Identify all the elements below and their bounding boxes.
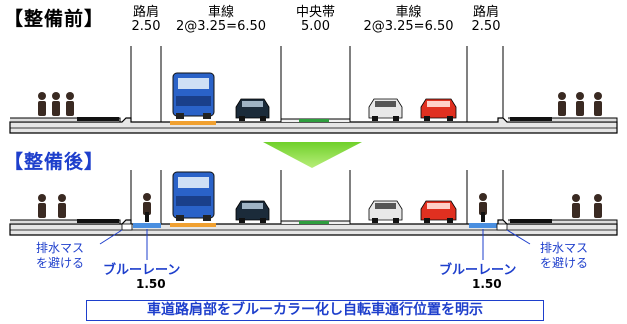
right-cyclist	[479, 193, 487, 222]
before-red-car	[420, 98, 457, 121]
header-shoulder-left: 路肩 2.50	[131, 5, 161, 34]
before-left-planter	[77, 117, 119, 121]
after-red-car	[420, 200, 457, 223]
before-right-planter	[510, 117, 552, 121]
header-shoulder-right: 路肩 2.50	[471, 5, 501, 34]
header-lane-left: 車線 2@3.25=6.50	[175, 5, 267, 34]
after-dimension-lines	[130, 170, 504, 224]
after-pedestrians-right	[572, 194, 602, 218]
after-title: 【整備後】	[4, 151, 105, 173]
after-white-car	[368, 200, 403, 223]
before-pedestrians-left	[38, 92, 74, 116]
before-orange-lane	[170, 121, 216, 125]
header-median: 中央帯 5.00	[295, 5, 335, 34]
right-drain-note: 排水マス を避ける	[540, 241, 589, 270]
left-cyclist	[143, 193, 151, 222]
after-pedestrians-left	[38, 194, 66, 218]
right-blue-lane-width: 1.50	[472, 277, 502, 291]
before-pedestrians-right	[558, 92, 602, 116]
after-orange-lane	[170, 223, 216, 227]
right-blue-lane-label: ブルーレーン	[439, 263, 517, 278]
before-dimension-lines	[130, 46, 504, 122]
before-cross-section	[9, 46, 618, 134]
summary-banner: 車道路肩部をブルーカラー化し自転車通行位置を明示	[86, 300, 544, 321]
before-white-car	[368, 98, 403, 121]
before-blue-truck	[172, 72, 215, 119]
after-road-profile	[9, 219, 618, 236]
left-drain-box	[121, 223, 133, 231]
transition-arrow	[263, 142, 362, 168]
before-road-profile	[9, 117, 618, 134]
after-cross-section	[9, 170, 618, 260]
after-dark-car	[235, 200, 270, 223]
left-blue-lane	[133, 223, 161, 228]
left-blue-lane-label: ブルーレーン	[103, 263, 181, 278]
left-blue-lane-width: 1.50	[136, 277, 166, 291]
right-blue-lane	[469, 223, 497, 228]
left-drain-note: 排水マス を避ける	[36, 241, 85, 270]
header-lane-right: 車線 2@3.25=6.50	[363, 5, 454, 34]
after-blue-truck	[172, 171, 215, 221]
before-median-green	[299, 119, 329, 122]
before-title: 【整備前】	[4, 8, 105, 30]
after-median-green	[299, 221, 329, 224]
right-drain-box	[496, 223, 508, 231]
leader-lines	[99, 229, 531, 260]
before-dark-car	[235, 98, 270, 121]
